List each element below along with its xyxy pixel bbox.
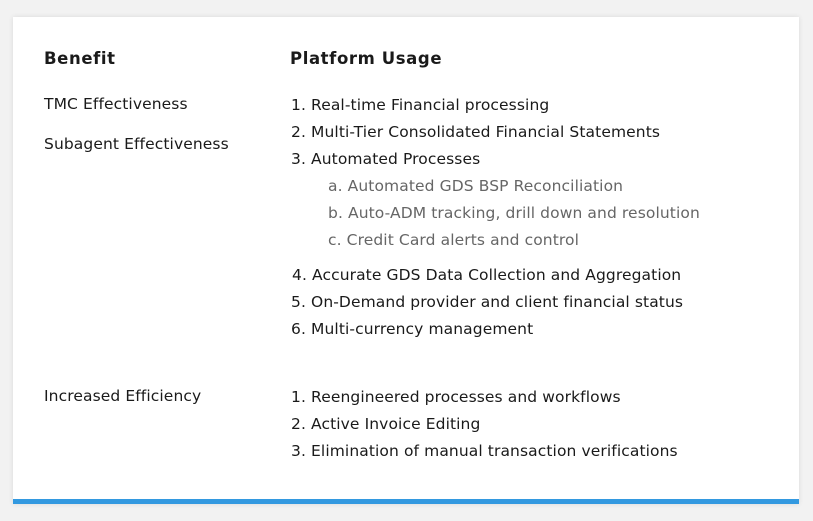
usage-item: 2. Active Invoice Editing xyxy=(291,415,481,433)
benefit-tmc-effectiveness: TMC Effectiveness xyxy=(44,95,188,113)
usage-subitem: a. Automated GDS BSP Reconciliation xyxy=(328,177,624,195)
usage-item: 6. Multi-currency management xyxy=(291,320,534,338)
accent-bar xyxy=(13,499,799,504)
benefits-card: Benefit Platform Usage TMC Effectiveness… xyxy=(13,17,799,504)
usage-item: 5. On-Demand provider and client financi… xyxy=(291,293,684,311)
usage-item: 2. Multi-Tier Consolidated Financial Sta… xyxy=(291,123,661,141)
usage-item: 4. Accurate GDS Data Collection and Aggr… xyxy=(292,266,682,284)
usage-subitem: b. Auto-ADM tracking, drill down and res… xyxy=(328,204,700,222)
usage-item: 1. Real-time Financial processing xyxy=(291,96,550,114)
usage-item: 1. Reengineered processes and workflows xyxy=(291,388,621,406)
usage-item: 3. Automated Processes xyxy=(291,150,481,168)
platform-usage-column-header: Platform Usage xyxy=(290,49,443,68)
usage-item: 3. Elimination of manual transaction ver… xyxy=(291,442,678,460)
usage-subitem: c. Credit Card alerts and control xyxy=(328,231,580,249)
benefit-column-header: Benefit xyxy=(44,49,116,68)
benefit-increased-efficiency: Increased Efficiency xyxy=(44,387,202,405)
benefit-subagent-effectiveness: Subagent Effectiveness xyxy=(44,135,229,153)
